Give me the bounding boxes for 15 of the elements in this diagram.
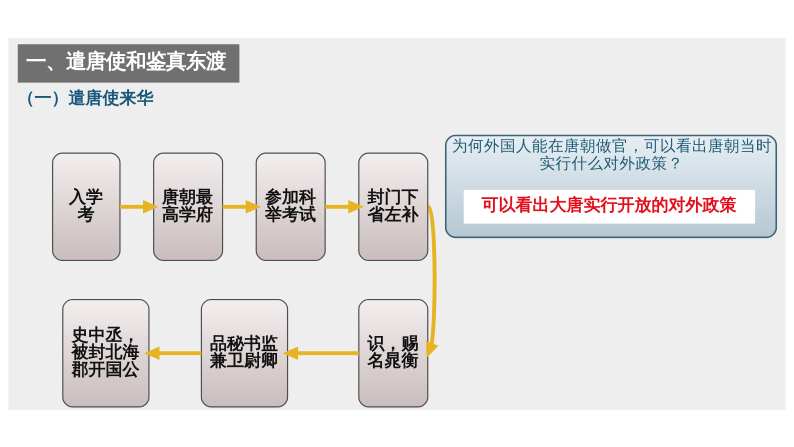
arrow (282, 346, 359, 360)
arrow (144, 346, 202, 360)
node-box: 入学考 (52, 152, 121, 260)
node-box: 史中丞，被封北海郡开国公 (62, 298, 150, 407)
arrow (222, 200, 262, 214)
node-box: 封门下省左补 (358, 152, 428, 260)
node-box: 可以看出大唐实行开放的对外政策 (464, 189, 756, 224)
node-box: 参加科举考试 (256, 152, 326, 260)
node-box: 识，赐名晁衡 (358, 298, 428, 407)
label: （一）遣唐使来华 (18, 88, 154, 108)
arrow (120, 200, 159, 214)
node-box: 品秘书监兼卫尉卿 (200, 298, 288, 407)
node-box: 唐朝最高学府 (153, 152, 224, 260)
arrow (325, 200, 364, 214)
diagram-title: 一、遣唐使和鉴真东渡 (26, 48, 226, 72)
